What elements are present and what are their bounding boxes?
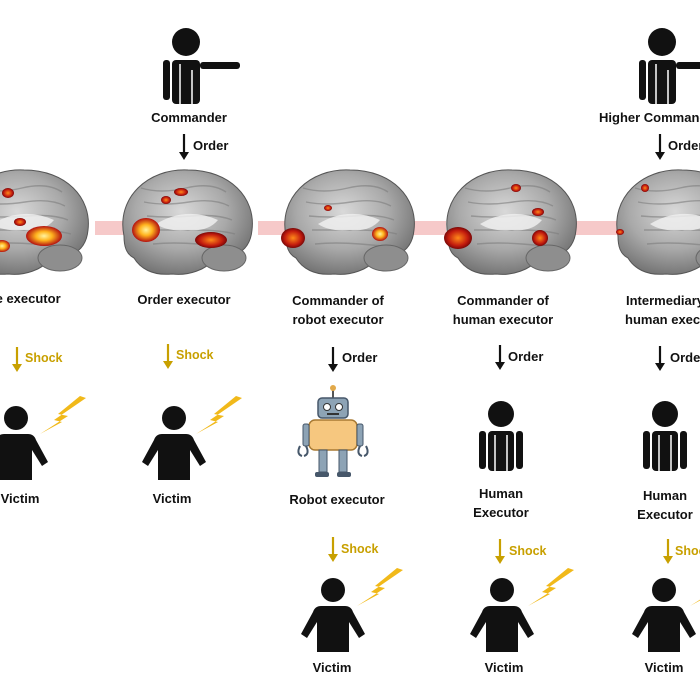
order-lightning-icon bbox=[196, 396, 242, 434]
human-order-arrow bbox=[495, 345, 505, 370]
brain-scan-icon bbox=[122, 169, 253, 275]
free-executor-shock-label: Shock bbox=[25, 351, 63, 365]
brain-link-1 bbox=[95, 221, 128, 235]
free-lightning-icon bbox=[40, 396, 86, 434]
robot-executor-label: Robot executor bbox=[289, 492, 385, 507]
human-lightning-icon bbox=[528, 568, 574, 606]
higher-commander-order-arrow bbox=[655, 134, 665, 160]
free-shock-arrow bbox=[12, 347, 22, 372]
robot-victim-person-icon bbox=[301, 578, 365, 652]
intermediary-executor-label-line1: Human bbox=[642, 488, 688, 503]
order-victim-person-icon bbox=[142, 406, 206, 480]
order-executor-label: Order executor bbox=[137, 292, 231, 307]
higher-commander-pointing-icon bbox=[639, 28, 700, 104]
brain-scan-icon bbox=[616, 169, 700, 275]
human-executor-label-line1: Human bbox=[478, 486, 524, 501]
robot-commander-label-line1: Commander of bbox=[292, 293, 384, 308]
robot-shock-label: Shock bbox=[341, 542, 379, 556]
free-executor-label: Free executor bbox=[0, 291, 61, 306]
human-shock-label: Shock bbox=[509, 544, 547, 558]
human-executor-label-line2: Executor bbox=[473, 505, 529, 520]
human-commander-label-line1: Commander of bbox=[457, 293, 549, 308]
order-executor-shock-label: Shock bbox=[176, 348, 214, 362]
human-commander-order-label: Order bbox=[508, 349, 544, 364]
order-shock-arrow bbox=[163, 344, 173, 369]
intermediary-executor-label-line2: Executor bbox=[637, 507, 693, 522]
commander-order-label: Order bbox=[193, 138, 229, 153]
intermediary-order-arrow bbox=[655, 346, 665, 371]
intermediary-shock-label: Shock bbox=[675, 544, 700, 558]
commander-pointing-icon bbox=[163, 28, 240, 104]
higher-commander-label: Higher Commander bbox=[599, 110, 700, 125]
robot-commander-order-label: Order bbox=[342, 350, 378, 365]
commander-order-arrow bbox=[179, 134, 189, 160]
robot-victim-label: Victim bbox=[312, 660, 352, 675]
brain-link-3 bbox=[412, 221, 446, 235]
human-executor-person-icon bbox=[479, 401, 523, 471]
human-victim-person-icon bbox=[470, 578, 534, 652]
intermediary-label-line2: human executor bbox=[625, 312, 700, 327]
robot-icon bbox=[297, 385, 369, 477]
commander-label: Commander bbox=[151, 110, 227, 125]
intermediary-victim-person-icon bbox=[632, 578, 696, 652]
robot-shock-arrow bbox=[328, 537, 338, 562]
free-victim-person-icon bbox=[0, 406, 48, 480]
human-shock-arrow bbox=[495, 539, 505, 564]
brain-scan-icon bbox=[281, 169, 415, 275]
order-victim-label: Victim bbox=[152, 491, 192, 506]
robot-commander-label-line2: robot executor bbox=[292, 312, 384, 327]
human-victim-label: Victim bbox=[484, 660, 524, 675]
intermediary-executor-person-icon bbox=[643, 401, 687, 471]
free-victim-label: Victim bbox=[0, 491, 40, 506]
intermediary-lightning-icon bbox=[690, 599, 700, 606]
brain-scan-icon bbox=[0, 169, 89, 275]
human-commander-label-line2: human executor bbox=[452, 312, 554, 327]
intermediary-order-label: Order bbox=[670, 350, 700, 365]
intermediary-victim-label: Victim bbox=[644, 660, 684, 675]
higher-commander-order-label: Order bbox=[668, 138, 700, 153]
robot-order-arrow bbox=[328, 347, 338, 372]
brain-scan-icon bbox=[444, 169, 577, 275]
intermediary-shock-arrow bbox=[663, 539, 673, 564]
intermediary-label-line1: Intermediary bbox=[626, 293, 700, 308]
brain-link-2 bbox=[258, 221, 288, 235]
robot-lightning-icon bbox=[357, 568, 403, 606]
